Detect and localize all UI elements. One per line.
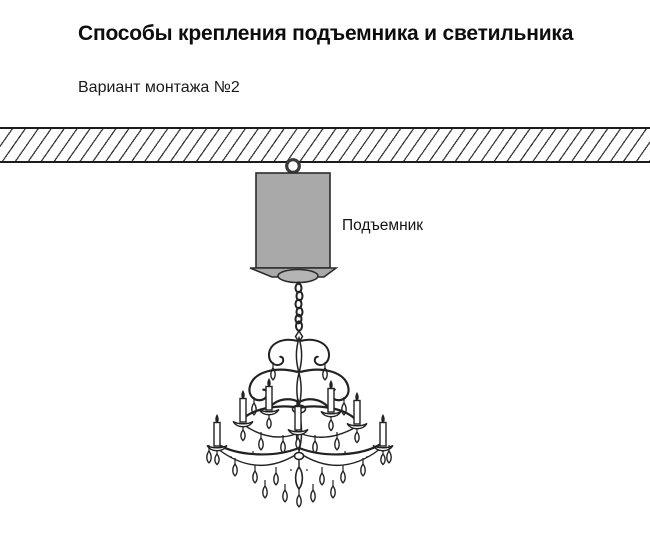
lifter-label: Подъемник	[342, 217, 424, 234]
mount-ring-icon	[285, 158, 301, 174]
lifter-chandelier-diagram	[206, 158, 394, 508]
mounting-variant-label: Вариант монтажа №2	[78, 79, 240, 96]
lifter-box-icon	[249, 172, 339, 284]
chandelier-icon	[206, 320, 394, 508]
page-title: Способы крепления подъемника и светильни…	[78, 22, 574, 45]
chain-icon	[294, 281, 304, 325]
ceiling-slab-hatched-icon	[0, 127, 650, 163]
